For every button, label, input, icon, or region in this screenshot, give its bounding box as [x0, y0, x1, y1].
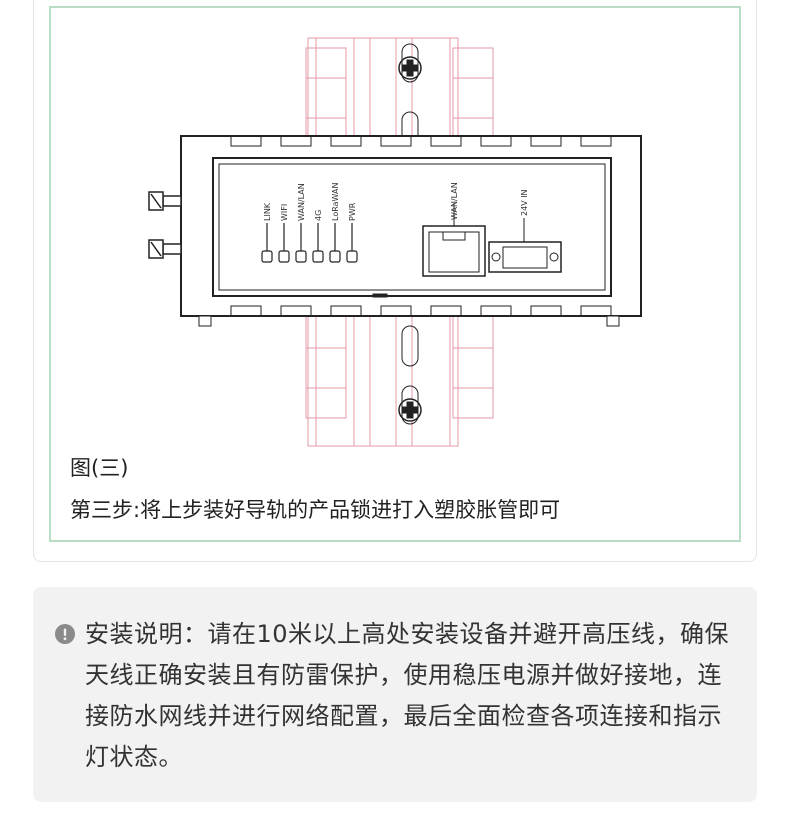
led-label-link: LINK: [263, 202, 272, 221]
step-instruction: 第三步:将上步装好导轨的产品锁进打入塑胶胀管即可: [70, 498, 561, 522]
figure-caption: 图(三): [70, 456, 129, 480]
led-label-pwr: PWR: [348, 202, 357, 221]
wan-lan-port: [422, 203, 486, 277]
led-label-lorawan: LoRaWAN: [331, 183, 340, 221]
installation-note: 安装说明：请在10米以上高处安装设备并避开高压线，确保天线正确安装且有防雷保护，…: [33, 587, 757, 802]
power-terminal: [488, 218, 562, 273]
led-label-4g: 4G: [314, 210, 323, 221]
installation-note-text: 安装说明：请在10米以上高处安装设备并避开高压线，确保天线正确安装且有防雷保护，…: [85, 620, 730, 771]
screw-top: [398, 43, 422, 83]
figure-frame: LINK WIFI WAN/LAN 4G LoRaWAN PWR WAN/LAN…: [49, 6, 741, 542]
info-circle-icon: [55, 624, 75, 644]
port-label-wanlan: WAN/LAN: [450, 182, 459, 220]
din-rail-installation-diagram: LINK WIFI WAN/LAN 4G LoRaWAN PWR WAN/LAN…: [148, 37, 642, 447]
port-label-24v: 24V IN: [520, 189, 529, 216]
indicator-labels: LINK WIFI WAN/LAN 4G LoRaWAN PWR: [263, 183, 357, 221]
antenna-connectors: [148, 191, 182, 259]
led-label-wanlan: WAN/LAN: [297, 183, 306, 221]
indicator-leds: [261, 223, 358, 263]
led-label-wifi: WIFI: [280, 204, 289, 221]
screw-bottom: [398, 385, 422, 425]
device-body: [180, 135, 642, 327]
